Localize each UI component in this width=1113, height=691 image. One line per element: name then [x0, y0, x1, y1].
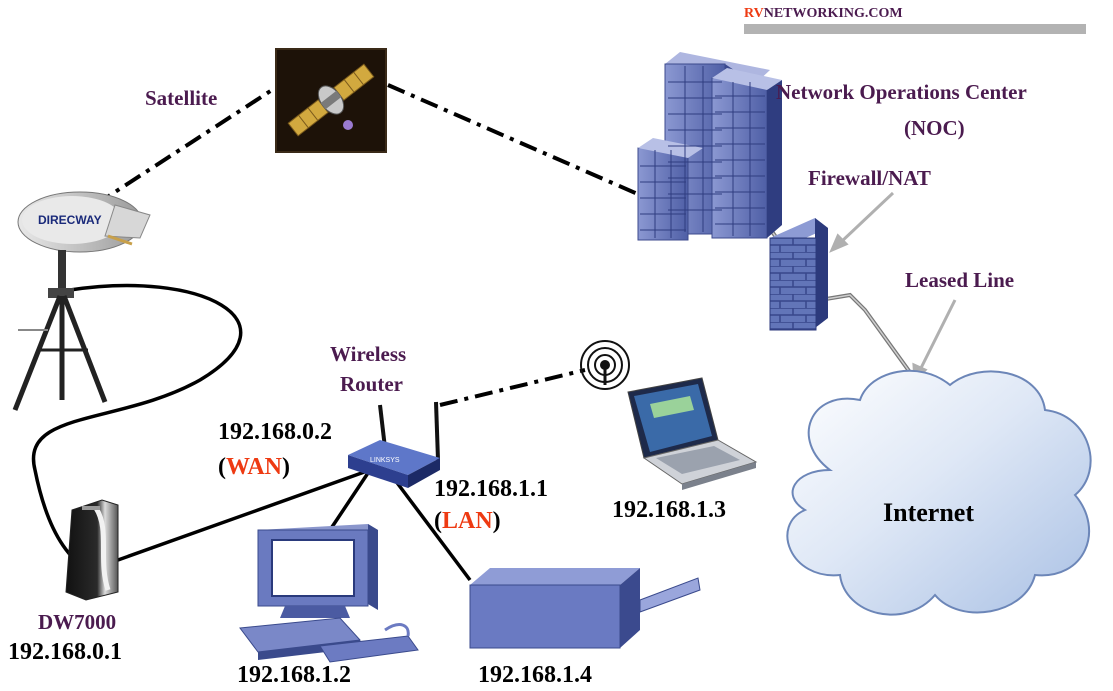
router-to-printer-cable: [393, 478, 472, 582]
router-to-laptop-wireless-link: [439, 368, 586, 407]
dish-logo-text: DIRECWAY: [38, 213, 102, 227]
router-wan-tag: WAN: [226, 454, 283, 480]
router-lan-ip: 192.168.1.1: [434, 476, 548, 502]
wireless-router-icon: LINKSYS: [348, 401, 440, 488]
brand-logo: RVNETWORKING.COM: [744, 6, 903, 22]
pointer-arrows: [829, 191, 957, 384]
modem-icon: [65, 499, 119, 601]
desktop-computer-icon: [239, 524, 419, 663]
satellite-to-noc-link: [387, 83, 641, 197]
dish-to-modem-cable: [31, 283, 243, 562]
modem-ip: 192.168.0.1: [8, 639, 122, 665]
svg-text:LINKSYS: LINKSYS: [370, 457, 400, 464]
modem-label: DW7000: [38, 610, 117, 634]
router-wan-group: (WAN): [218, 454, 291, 480]
laptop-icon: [627, 377, 758, 490]
router-to-desktop-cable: [328, 469, 372, 531]
leased-line-label: Leased Line: [905, 268, 1015, 292]
noc-label-line1: Network Operations Center: [776, 80, 1027, 104]
router-lan-tag: LAN: [442, 508, 493, 534]
router-wan-ip: 192.168.0.2: [218, 419, 332, 445]
wireless-signal-icon: [580, 340, 630, 390]
brand-underline: [744, 24, 1086, 34]
internet-label: Internet: [883, 498, 974, 527]
router-label-line2: Router: [340, 372, 403, 396]
laptop-ip: 192.168.1.3: [612, 497, 726, 523]
satellite-dish-icon: DIRECWAY: [17, 191, 151, 290]
noc-building-icon: [637, 52, 782, 241]
router-label-line1: Wireless: [330, 342, 407, 366]
router-lan-group: (LAN): [434, 508, 501, 534]
internet-cloud-icon: [786, 369, 1092, 616]
firewall-label: Firewall/NAT: [808, 166, 931, 190]
firewall-icon: [769, 218, 828, 331]
satellite-links: [93, 83, 641, 407]
brand-prefix: RV: [744, 6, 764, 21]
brand-suffix: NETWORKING.COM: [763, 6, 903, 21]
cables: [31, 283, 472, 582]
printer-ip: 192.168.1.4: [478, 662, 592, 688]
tripod-icon: [12, 288, 108, 411]
printer-icon: [469, 568, 701, 649]
satellite-icon: [275, 48, 387, 153]
desktop-ip: 192.168.1.2: [237, 662, 351, 688]
modem-to-router-cable: [117, 468, 371, 562]
noc-label-line2: (NOC): [904, 116, 965, 140]
satellite-label: Satellite: [145, 86, 218, 110]
